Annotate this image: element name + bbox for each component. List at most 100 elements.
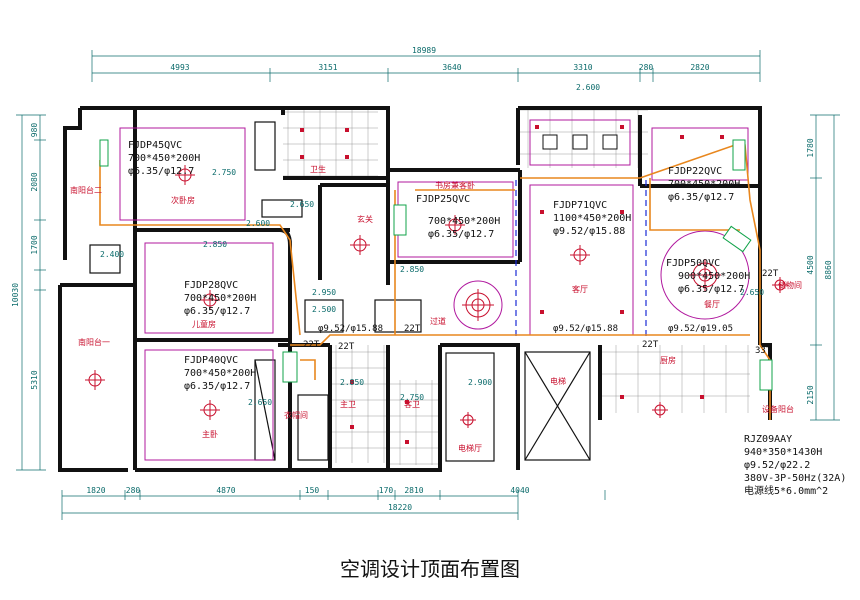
dim-top-5: 280 (639, 63, 654, 72)
level-2: 2.600 (246, 219, 270, 228)
level-9: 2.650 (248, 398, 272, 407)
unit-size: 700*450*200H (184, 368, 256, 379)
room-dining: 餐厅 (704, 300, 720, 309)
outdoor-pipe: φ9.52/φ22.2 (744, 460, 810, 471)
grille-squares (542, 134, 618, 150)
unit-fjdp28: FJDP28QVC 700*450*200H φ6.35/φ12.7 (184, 280, 256, 317)
side-dimensions (16, 114, 840, 471)
dim-right-overall: 8860 (824, 260, 833, 279)
dim-bot-7: 4040 (510, 486, 529, 495)
outdoor-unit-spec: RJZ09AAY 940*350*1430H φ9.52/φ22.2 380V-… (744, 434, 846, 497)
level-top: 2.600 (576, 83, 600, 92)
unit-fjdp50: FJDP50QVC 900*450*200H φ6.35/φ12.7 (666, 258, 750, 295)
room-ciwo: 次卧房 (171, 195, 195, 205)
room-study: 书房兼客卧 (435, 180, 475, 190)
tap-5: 22T (762, 269, 779, 279)
room-south-balcony-1: 南阳台一 (78, 337, 110, 347)
room-guest-bath: 客卫 (404, 399, 420, 409)
level-7: 2.500 (312, 305, 336, 314)
level-11: 2.850 (340, 378, 364, 387)
room-bath-top: 卫生 (310, 164, 326, 174)
dim-left-3: 1700 (30, 235, 39, 254)
dim-bot-4: 150 (305, 486, 320, 495)
tap-3: 22T (338, 342, 355, 352)
unit-fjdp22: FJDP22QVC 700*450*200H φ6.35/φ12.7 (668, 166, 740, 203)
dim-top-1: 4993 (170, 63, 189, 72)
bottom-dimensions (61, 490, 606, 520)
tile-floor-guest-bath (388, 380, 440, 465)
duct-label-2: φ9.52/φ15.88 (553, 324, 618, 334)
dim-left-4: 5310 (30, 370, 39, 389)
dim-top-6: 2820 (690, 63, 709, 72)
room-storage: 储物间 (778, 280, 802, 290)
dim-bot-2: 280 (126, 486, 141, 495)
dim-bot-3: 4870 (216, 486, 235, 495)
unit-fjdp25: FJDP25QVC 700*450*200H φ6.35/φ12.7 (416, 194, 500, 240)
duct-label-3: φ9.52/φ19.05 (668, 324, 733, 334)
unit-ports (99, 139, 773, 391)
tile-floor-bath-top (283, 110, 378, 178)
duct-label-1: φ9.52/φ15.88 (318, 324, 383, 334)
level-12: 2.750 (400, 393, 424, 402)
room-living: 客厅 (572, 284, 588, 294)
unit-fjdp71: FJDP71QVC 1100*450*200H φ9.52/φ15.88 (553, 200, 631, 237)
level-8: 2.850 (400, 265, 424, 274)
level-5: 2.400 (100, 250, 124, 259)
room-master: 主卧 (202, 429, 218, 439)
unit-size: 700*450*200H (428, 216, 500, 227)
unit-size: 1100*450*200H (553, 213, 631, 224)
outdoor-model: RJZ09AAY (744, 434, 792, 445)
tile-floor-kitchen (600, 345, 750, 413)
unit-model: FJDP71QVC (553, 200, 607, 211)
unit-pipe: φ6.35/φ12.7 (428, 229, 494, 240)
drawing-title: 空调设计顶面布置图 (340, 557, 520, 581)
unit-size: 700*450*200H (128, 153, 200, 164)
dim-right-3: 2150 (806, 385, 815, 404)
unit-fjdp40: FJDP40QVC 700*450*200H φ6.35/φ12.7 (184, 355, 256, 392)
unit-model: FJDP40QVC (184, 355, 238, 366)
unit-pipe: φ6.35/φ12.7 (184, 306, 250, 317)
outdoor-cable: 电源线5*6.0mm^2 (744, 484, 828, 497)
room-equipment-balcony: 设备阳台 (762, 404, 794, 414)
dim-bot-5: 170 (379, 486, 394, 495)
room-foyer: 玄关 (357, 214, 373, 224)
unit-model: FJDP28QVC (184, 280, 238, 291)
dim-top-2: 3151 (318, 63, 337, 72)
dashed-lines (515, 180, 647, 340)
level-13: 2.650 (740, 288, 764, 297)
dim-top-overall: 18989 (412, 46, 436, 55)
room-kids: 儿童房 (192, 319, 216, 329)
unit-size: 900*450*200H (678, 271, 750, 282)
unit-pipe: φ6.35/φ12.7 (128, 166, 194, 177)
level-3: 2.850 (203, 240, 227, 249)
unit-pipe: φ6.35/φ12.7 (668, 192, 734, 203)
ceiling-lights (85, 165, 788, 428)
top-dimensions (91, 50, 761, 82)
dim-bot-1: 1820 (86, 486, 105, 495)
unit-pipe: φ6.35/φ12.7 (184, 381, 250, 392)
unit-model: FJDP25QVC (416, 194, 470, 205)
unit-model: FJDP45QVC (128, 140, 182, 151)
refrigerant-pipes (99, 144, 771, 420)
room-master-bath: 主卫 (340, 399, 356, 409)
dim-top-4: 3310 (573, 63, 592, 72)
room-elevator-hall: 电梯厅 (458, 443, 482, 453)
level-6: 2.950 (312, 288, 336, 297)
level-10: 2.900 (468, 378, 492, 387)
tap-1: 22T (404, 324, 421, 334)
level-4: 2.650 (290, 200, 314, 209)
dim-top-3: 3640 (442, 63, 461, 72)
unit-model: FJDP50QVC (666, 258, 720, 269)
tap-2: 22T (303, 340, 320, 350)
thin-walls (89, 121, 591, 462)
unit-fjdp45: FJDP45QVC 700*450*200H φ6.35/φ12.7 (128, 140, 200, 177)
dim-bot-overall: 18220 (388, 503, 412, 512)
room-closet: 衣帽间 (284, 410, 308, 420)
room-elevator: 电梯 (550, 376, 566, 386)
unit-size: 700*450*200H (668, 179, 740, 190)
room-south-balcony-2: 南阳台二 (70, 185, 102, 195)
dim-right-2: 4500 (806, 255, 815, 274)
tap-6: 33T (755, 346, 772, 356)
floor-plan: 18989 4993 3151 3640 3310 280 2820 1820 … (11, 46, 846, 520)
dim-left-2: 2080 (30, 172, 39, 191)
